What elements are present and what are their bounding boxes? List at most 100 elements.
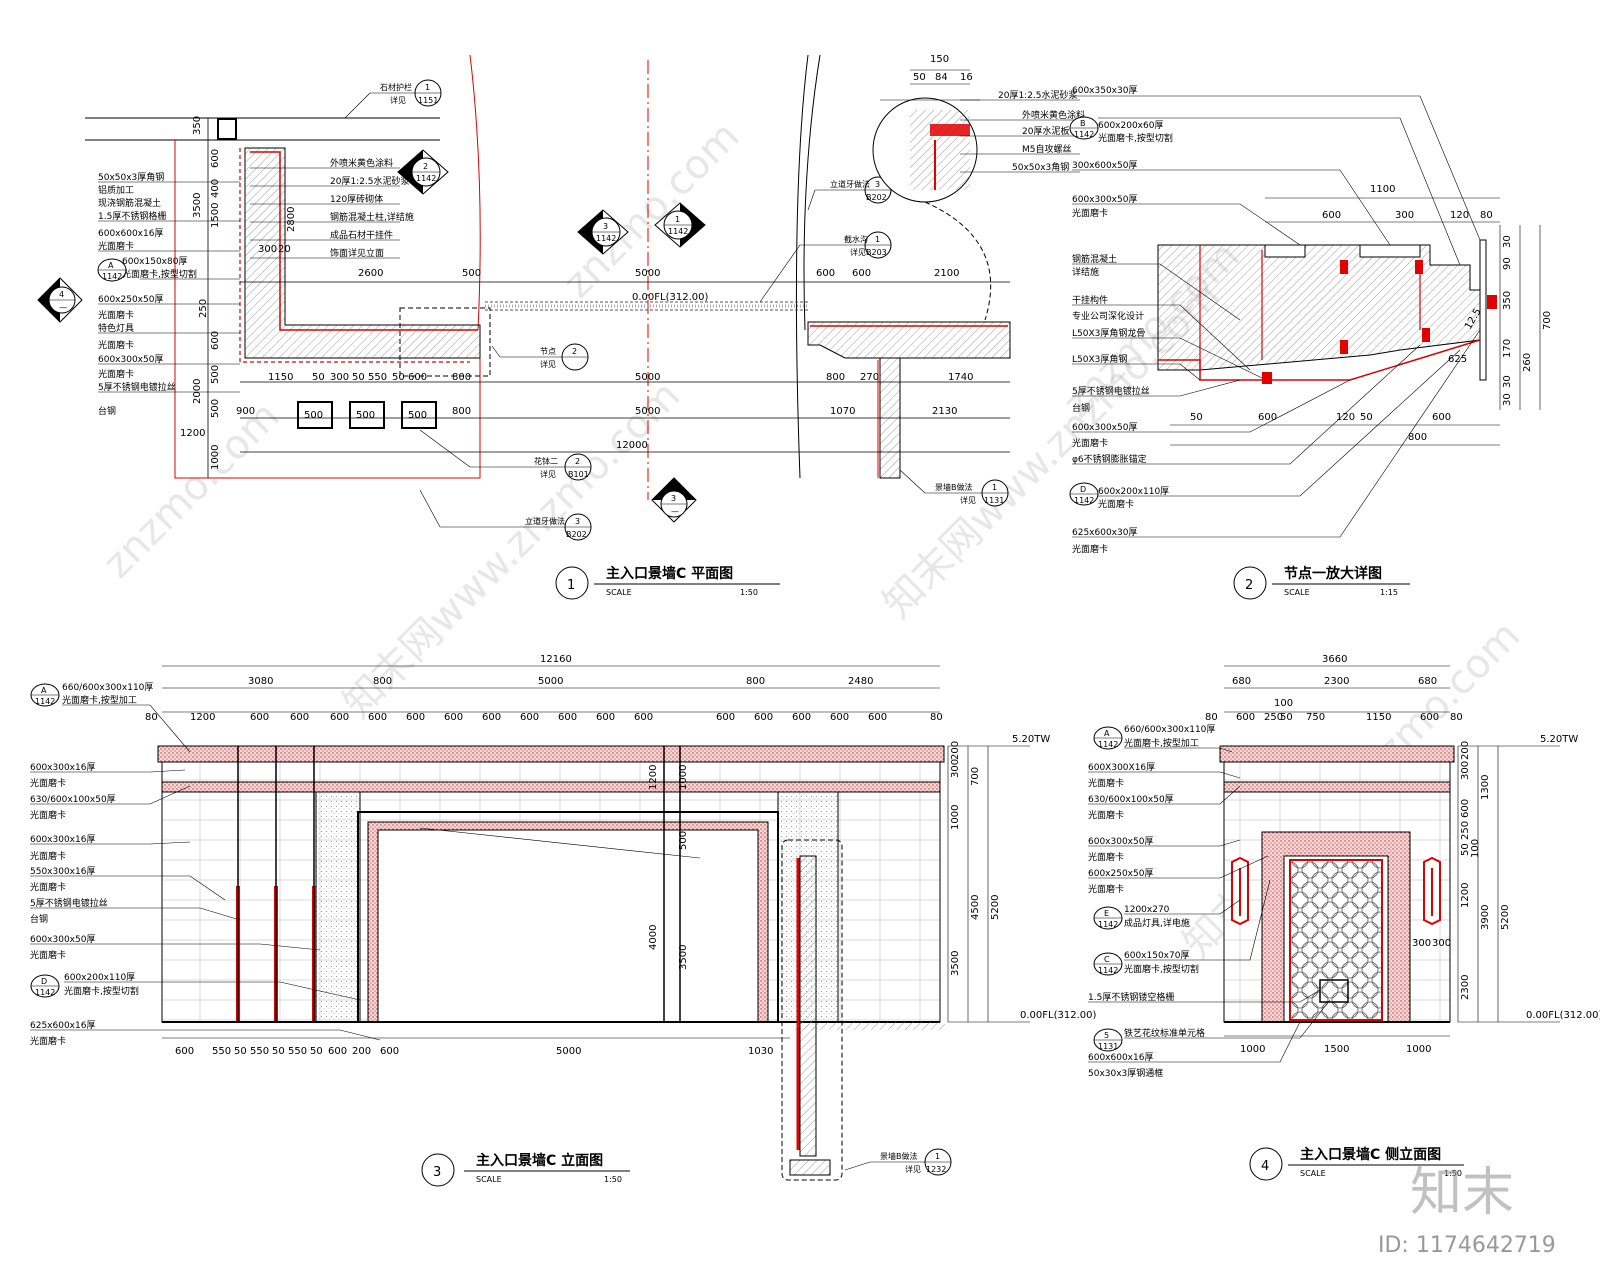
svg-text:600x300x50厚: 600x300x50厚 [30,934,95,945]
svg-text:1142: 1142 [1098,740,1118,749]
svg-text:3660: 3660 [1322,654,1347,665]
note-text: 光面磨卡 [98,368,134,380]
dim-text: 1200 [180,428,205,439]
svg-text:E: E [1104,909,1109,918]
side-notes: 660/600x300x110厚 光面磨卡,按型加工 600X300X16厚 光… [1088,724,1331,1079]
dim-text: 500 [210,365,221,384]
dim-text: 500 [462,268,481,279]
svg-text:L50X3厚角钢龙骨: L50X3厚角钢龙骨 [1072,327,1145,339]
dim-text: 600 [210,331,221,350]
section-sheet: 1142 [668,227,688,236]
detail-tag-d: D 1142 [1069,482,1099,506]
svg-text:600: 600 [290,712,309,723]
svg-text:200: 200 [950,741,961,760]
svg-text:600x200x60厚: 600x200x60厚 [1098,120,1163,131]
svg-text:铁艺花纹标准单元格: 铁艺花纹标准单元格 [1124,1027,1205,1039]
detail-tag-e: E 1142 [1093,906,1123,930]
svg-text:B101: B101 [568,470,589,479]
side-elevation-view: 3660 680 2300 680 80 600 250 50 100 750 … [1088,654,1600,1181]
svg-text:详结施: 详结施 [1072,266,1099,278]
svg-text:50: 50 [1460,843,1471,856]
svg-text:1142: 1142 [35,988,55,997]
dim-text: 50 [392,372,405,383]
svg-text:600: 600 [520,712,539,723]
svg-text:SCALE: SCALE [476,1175,502,1184]
svg-text:光面磨卡: 光面磨卡 [30,850,66,862]
svg-text:600x200x110厚: 600x200x110厚 [1098,486,1169,497]
svg-text:1: 1 [567,578,575,593]
svg-text:3: 3 [575,517,580,526]
svg-text:1232: 1232 [926,1165,946,1174]
svg-text:2480: 2480 [848,676,873,687]
svg-text:1131: 1131 [984,496,1004,505]
svg-text:光面磨卡: 光面磨卡 [30,777,66,789]
svg-text:600: 600 [368,712,387,723]
svg-text:0.00FL(312.00): 0.00FL(312.00) [1020,1010,1096,1021]
svg-text:50: 50 [272,1046,285,1057]
svg-text:A: A [108,261,114,270]
svg-text:600x200x110厚: 600x200x110厚 [64,972,135,983]
svg-text:1:50: 1:50 [740,588,758,597]
dim-text: 5000 [635,406,660,417]
svg-text:3500: 3500 [950,951,961,976]
svg-text:D: D [41,977,47,986]
svg-text:3: 3 [875,180,880,189]
dim-text: 1500 [210,203,221,228]
svg-text:光面磨卡,按型切割: 光面磨卡,按型切割 [1098,132,1173,144]
dim-text: 500 [356,410,375,421]
section-num: 1 [675,215,680,224]
dim-text: 2130 [932,406,957,417]
svg-text:600: 600 [634,712,653,723]
node-detail-view: 1100 600 300 120 80 30 90 350 700 170 26… [1069,85,1553,600]
svg-text:200: 200 [352,1046,371,1057]
svg-text:光面磨卡,按型切割: 光面磨卡,按型切割 [1124,963,1199,975]
dim-text: 600 [1322,210,1341,221]
svg-text:250: 250 [1264,712,1283,723]
svg-text:600x600x16厚: 600x600x16厚 [1088,1052,1153,1063]
note-text: 5厚不锈钢电镀拉丝 [98,381,176,393]
svg-text:2: 2 [572,347,577,356]
svg-text:20厚水泥板: 20厚水泥板 [1022,125,1069,137]
svg-text:1030: 1030 [748,1046,773,1057]
dim-text: 1100 [1370,184,1395,195]
svg-text:3500: 3500 [678,945,689,970]
svg-text:50x50x3角钢: 50x50x3角钢 [1012,161,1069,173]
section-marker: 3 1142 [577,209,629,255]
svg-text:600: 600 [1236,712,1255,723]
svg-text:钢筋混凝土: 钢筋混凝土 [1072,253,1117,265]
svg-text:600: 600 [558,712,577,723]
svg-text:600x150x70厚: 600x150x70厚 [1124,950,1189,961]
note-text: 光面磨卡,按型切割 [122,268,197,280]
dim-text: 600 [852,268,871,279]
plan-view: 2600 500 5000 600 600 2100 1150 50 300 5… [37,54,1085,600]
callout-planter: 2 B101 花钵二 详见 [419,429,592,481]
svg-text:1200: 1200 [190,712,215,723]
section-num: 4 [59,290,64,299]
dim-text: 1070 [830,406,855,417]
svg-text:800: 800 [373,676,392,687]
section-sheet: 1142 [596,234,616,243]
level-text: 0.00FL(312.00) [632,292,708,303]
dim-text: 12000 [616,440,648,451]
svg-text:1142: 1142 [1074,496,1094,505]
svg-text:30: 30 [1502,235,1513,248]
svg-text:120: 120 [1336,412,1355,423]
svg-text:详见: 详见 [540,359,556,369]
dim-text: 16 [960,72,973,83]
svg-text:截水沟: 截水沟 [844,234,868,244]
svg-text:光面磨卡: 光面磨卡 [1072,543,1108,555]
svg-text:B203: B203 [866,248,887,257]
svg-text:0.00FL(312.00): 0.00FL(312.00) [1526,1010,1600,1021]
svg-text:700: 700 [1542,311,1553,330]
dim-text: 800 [826,372,845,383]
svg-text:600x300x50厚: 600x300x50厚 [1072,194,1137,205]
svg-text:1142: 1142 [1098,966,1118,975]
svg-text:详见: 详见 [390,95,406,105]
view-title-3: 3 主入口景墙C 立面图 SCALE 1:50 [421,1152,630,1187]
svg-text:1:15: 1:15 [1380,588,1398,597]
dim-text: 3500 [192,193,203,218]
svg-text:外喷米黄色涂料: 外喷米黄色涂料 [1022,109,1085,121]
svg-text:1: 1 [875,235,880,244]
section-num: 3 [671,494,676,503]
